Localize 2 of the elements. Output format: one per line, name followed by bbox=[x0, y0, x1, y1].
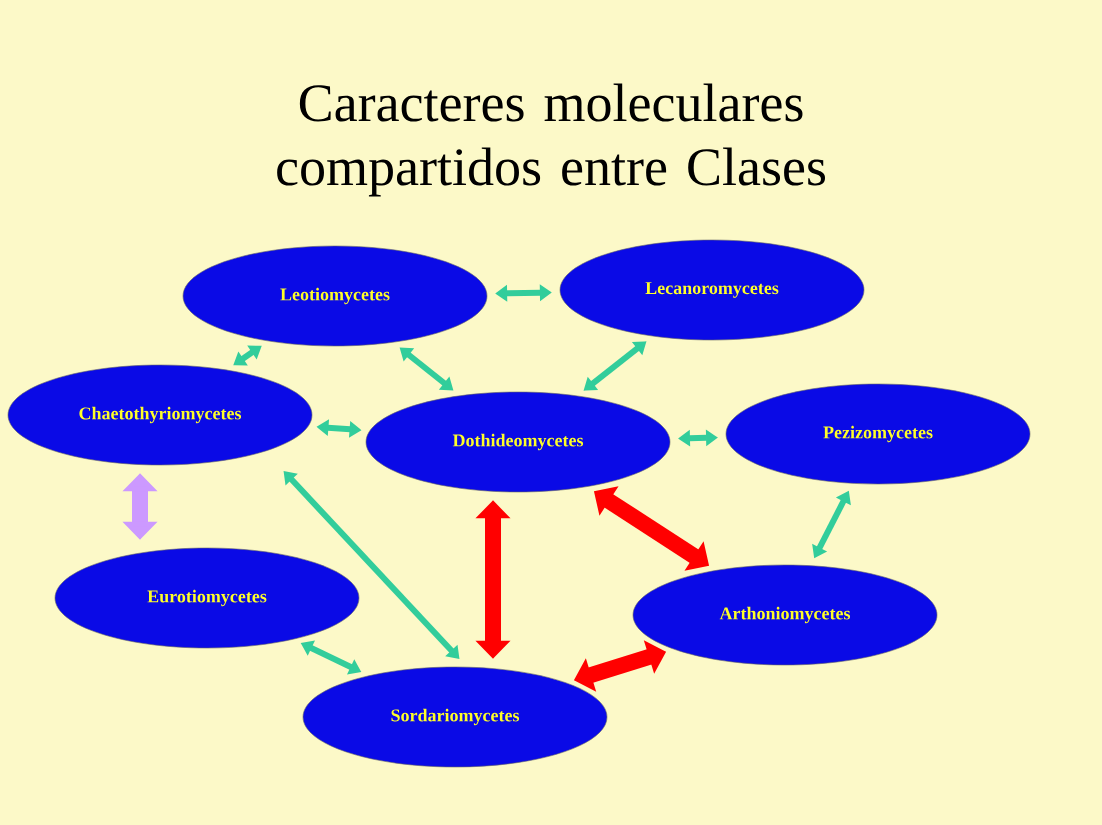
double-arrow bbox=[233, 345, 262, 366]
title: Caracteres moleculares compartidos entre Clases bbox=[277, 83, 825, 197]
